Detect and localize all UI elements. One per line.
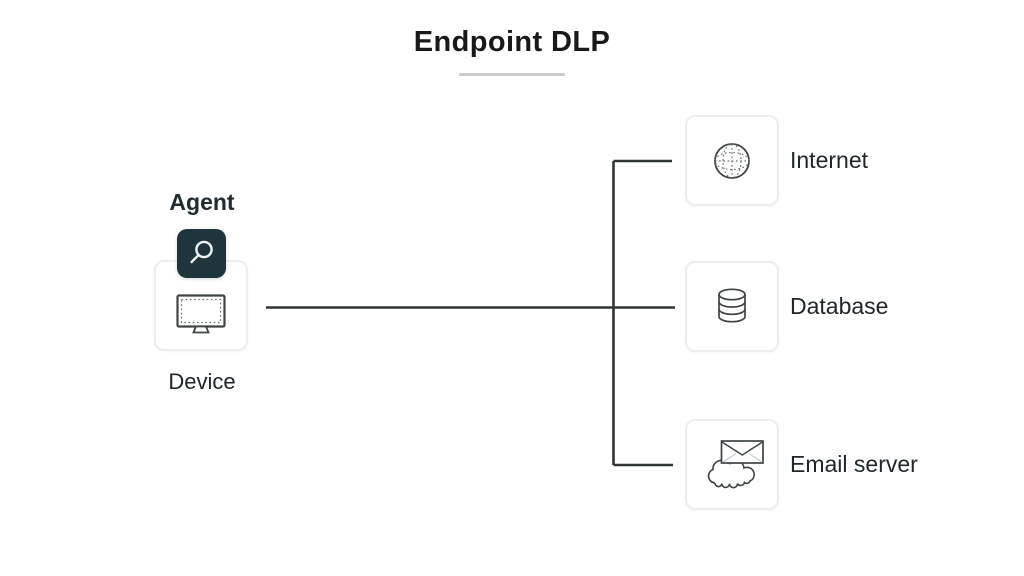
database-icon [718, 287, 746, 323]
internet-node [685, 115, 779, 206]
endpoint-label-database: Database [790, 293, 889, 319]
endpoint-label-internet: Internet [790, 147, 868, 173]
agent-label: Agent [169, 189, 235, 215]
database-node [685, 261, 779, 352]
title-underline [459, 73, 565, 76]
monitor-icon [176, 293, 226, 333]
email-server-node [685, 419, 779, 510]
email-cloud-icon [707, 439, 764, 488]
device-label: Device [168, 369, 236, 394]
globe-icon [714, 142, 750, 179]
magnifier-icon [190, 240, 213, 264]
page-title: Endpoint DLP [413, 26, 611, 58]
endpoint-label-email-server: Email server [790, 451, 918, 477]
agent-badge [177, 229, 226, 278]
